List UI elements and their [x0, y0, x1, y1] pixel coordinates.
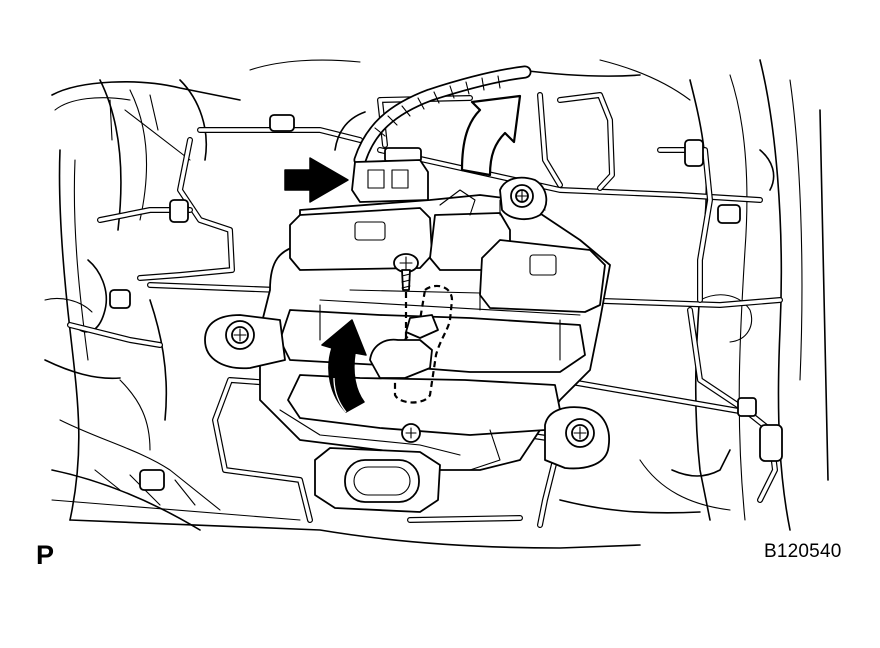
screw-removed: [393, 253, 419, 360]
small-bolt-lower: [401, 423, 421, 443]
lift-arrow-icon: [460, 94, 522, 177]
mounting-bracket-top: [499, 176, 548, 221]
push-arrow-icon: [284, 157, 349, 203]
wire-harness: [334, 65, 532, 167]
hidden-claw: [369, 284, 454, 404]
figure-code-label: B120540: [764, 541, 842, 562]
rotate-arrow-icon: [321, 319, 367, 413]
connector-port-plate: [314, 447, 441, 513]
mounting-bracket-right: [544, 406, 610, 470]
harness-connector: [351, 159, 429, 203]
mounting-bracket-left: [204, 314, 286, 370]
view-letter-label: P: [36, 540, 55, 570]
spring-clips: [109, 114, 783, 491]
